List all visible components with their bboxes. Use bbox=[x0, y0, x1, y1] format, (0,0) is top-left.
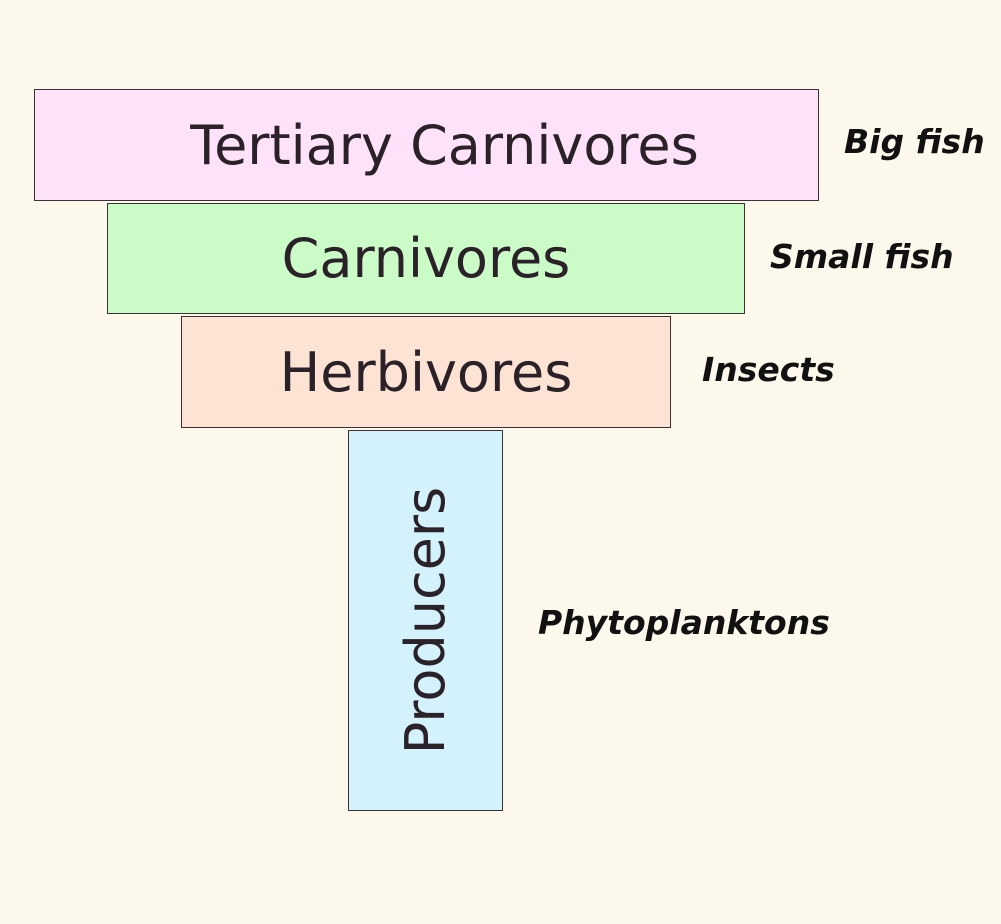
level-carnivores: Carnivores bbox=[107, 203, 745, 314]
level-herbivores: Herbivores bbox=[181, 316, 671, 428]
level-label: Carnivores bbox=[281, 227, 571, 290]
level-label: Tertiary Carnivores bbox=[190, 113, 699, 177]
example-phytoplanktons: Phytoplanktons bbox=[538, 603, 830, 642]
level-tertiary-carnivores: Tertiary Carnivores bbox=[34, 89, 819, 201]
example-small-fish: Small fish bbox=[770, 237, 954, 276]
example-big-fish: Big fish bbox=[844, 122, 985, 161]
example-insects: Insects bbox=[702, 350, 835, 389]
level-producers: Producers bbox=[348, 430, 503, 811]
level-label: Producers bbox=[394, 486, 458, 755]
level-label: Herbivores bbox=[279, 340, 573, 404]
